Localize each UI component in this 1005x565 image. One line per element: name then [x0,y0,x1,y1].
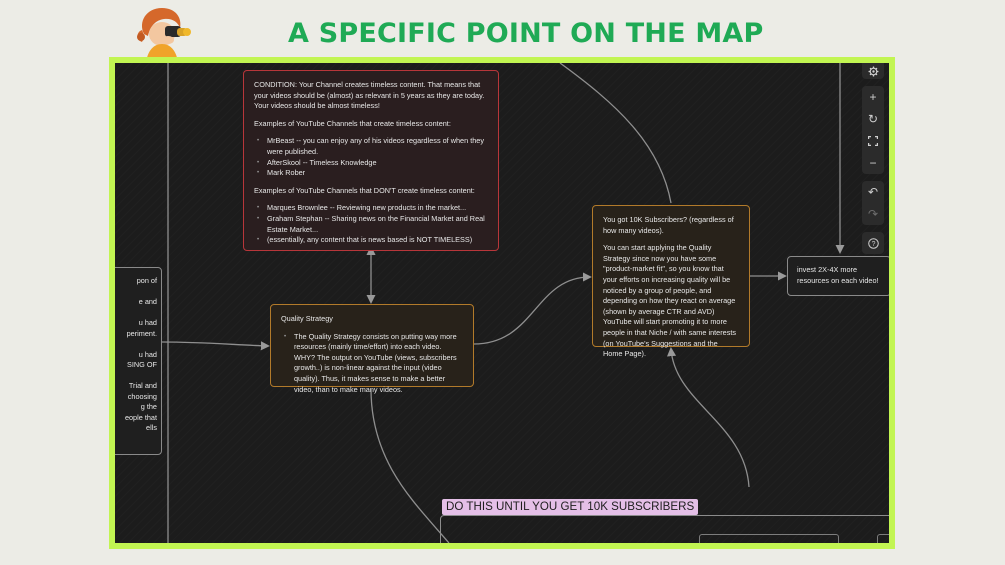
settings-group [862,63,884,79]
counter-examples-list: Marques Brownlee -- Reviewing new produc… [254,203,488,245]
left-node-fragment: e and [138,297,157,306]
counter-examples-heading: Examples of YouTube Channels that DON'T … [254,185,475,195]
left-node-fragment: choosing [127,391,157,401]
quality-strategy-node[interactable]: Quality Strategy The Quality Strategy co… [270,304,474,394]
ten-k-title: You got 10K Subscribers? (regardless of … [603,215,734,235]
left-node-partial[interactable]: pon of e and u had periment. u had SING … [115,267,162,455]
quality-strategy-title: Quality Strategy [281,314,333,323]
redo-icon[interactable]: ↷ [867,207,879,221]
mind-map-canvas[interactable]: pon of e and u had periment. u had SING … [115,63,889,543]
left-node-fragment: Trial and [128,381,157,390]
left-node-fragment: SING OF [127,360,157,369]
refresh-icon[interactable]: ↻ [867,112,879,126]
minus-icon[interactable]: − [869,156,877,170]
canvas-toolbar: + ↻ − ↶ ↷ ? [861,63,885,261]
condition-intro: CONDITION: Your Channel creates timeless… [254,80,485,111]
group-child-node[interactable] [699,534,839,543]
invest-text: invest 2X-4X more resources on each vide… [797,265,879,285]
list-item-note: (essentially, any content that is news b… [257,235,488,246]
svg-text:?: ? [871,240,875,247]
left-node-fragment [115,371,161,382]
ten-k-subscribers-node[interactable]: You got 10K Subscribers? (regardless of … [592,205,750,358]
left-node-fragment: periment. [126,328,157,338]
left-node-fragment [115,308,161,319]
list-item: The Quality Strategy consists on putting… [284,332,463,396]
left-node-fragment: g the [140,402,157,411]
gear-icon[interactable] [862,63,884,79]
examples-heading: Examples of YouTube Channels that create… [254,118,451,128]
history-group: ↶ ↷ [862,181,884,225]
list-item: AfterSkool -- Timeless Knowledge [257,158,488,169]
list-item: Mark Rober [257,168,488,179]
help-icon[interactable]: ? [862,232,884,254]
group-container[interactable] [440,515,889,543]
left-node-fragment: pon of [136,276,157,285]
left-node-fragment: ells [146,423,157,432]
ten-k-body: You can start applying the Quality Strat… [603,243,737,359]
group-child-node[interactable] [877,534,889,543]
list-item: Graham Stephan -- Sharing news on the Fi… [257,214,488,235]
list-item: Marques Brownlee -- Reviewing new produc… [257,203,488,214]
left-node-fragment: u had [138,349,157,359]
page-title: A SPECIFIC POINT ON THE MAP [288,18,764,49]
help-group: ? [862,232,884,254]
group-label: DO THIS UNTIL YOU GET 10K SUBSCRIBERS [442,499,699,515]
fullscreen-icon[interactable] [862,130,884,152]
zoom-group: + ↻ − [862,86,884,174]
condition-node[interactable]: CONDITION: Your Channel creates timeless… [243,70,499,251]
list-item: MrBeast -- you can enjoy any of his vide… [257,136,488,157]
left-node-fragment [115,339,161,350]
invest-node[interactable]: invest 2X-4X more resources on each vide… [787,256,889,296]
connection-lines [161,63,845,543]
map-frame: pon of e and u had periment. u had SING … [109,57,895,549]
undo-icon[interactable]: ↶ [867,185,879,199]
left-node-fragment [115,287,161,298]
plus-icon[interactable]: + [869,90,877,104]
binoculars-girl-icon [132,4,198,62]
left-node-fragment: u had [138,318,157,327]
left-node-fragment: eople that [124,412,157,422]
quality-strategy-list: The Quality Strategy consists on putting… [281,332,463,396]
examples-list: MrBeast -- you can enjoy any of his vide… [254,136,488,178]
